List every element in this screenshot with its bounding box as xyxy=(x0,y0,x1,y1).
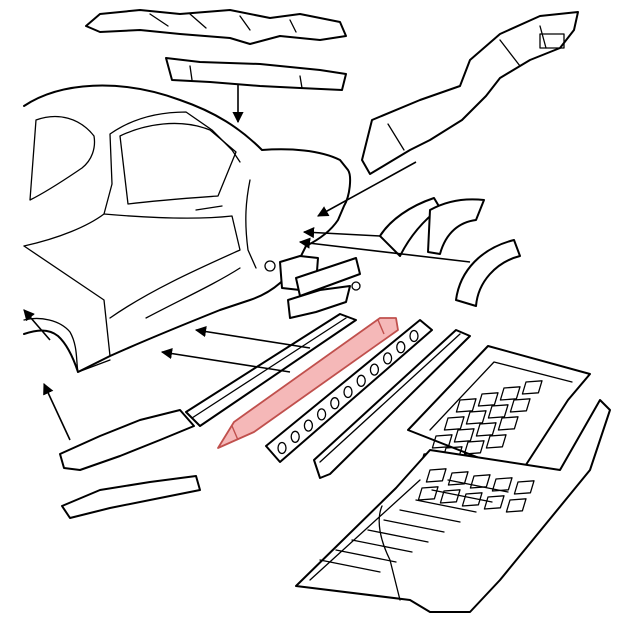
pan-cell xyxy=(453,428,475,443)
pan-cell xyxy=(513,480,535,495)
floor-rib xyxy=(335,549,397,563)
pan-cell xyxy=(485,434,507,449)
floor-rib xyxy=(319,559,381,573)
floor-rib xyxy=(447,479,509,493)
pan-cell xyxy=(487,404,509,419)
sill-hole xyxy=(382,352,393,365)
assembly-arrows xyxy=(23,84,471,441)
lower-floor-pan xyxy=(295,399,611,613)
rear-quarter-upper xyxy=(361,11,579,175)
car-body-outline xyxy=(23,84,352,373)
pan-cell xyxy=(443,416,465,431)
rear-cross-member xyxy=(165,57,347,91)
pan-cell xyxy=(425,468,447,483)
pan-cell xyxy=(439,489,461,504)
pan-cell xyxy=(509,398,531,413)
floor-rib xyxy=(383,519,445,533)
sill-hole xyxy=(369,363,380,376)
sill-hole xyxy=(343,385,353,399)
pan-cell xyxy=(491,477,513,492)
pan-cell xyxy=(475,422,497,437)
pan-cell xyxy=(465,410,487,425)
sill-hole xyxy=(409,329,419,343)
perforated-sill xyxy=(265,319,433,463)
sill-hole xyxy=(396,341,406,354)
pan-cell xyxy=(469,474,491,489)
pan-cell xyxy=(521,380,543,395)
sill-hole xyxy=(303,419,314,432)
floor-rib xyxy=(351,539,413,553)
rocker-panel-inner xyxy=(217,317,399,449)
floor-rib xyxy=(399,509,461,523)
floor-rib xyxy=(415,499,477,513)
pan-cell xyxy=(505,498,527,513)
pan-cell xyxy=(483,495,505,510)
floor-rib xyxy=(367,529,429,543)
front-floor-brackets xyxy=(59,409,201,519)
sill-hole xyxy=(277,441,287,455)
pan-cell xyxy=(463,440,485,455)
pan-cell xyxy=(461,492,483,507)
roof-panel xyxy=(85,9,347,45)
pan-cell xyxy=(431,434,453,449)
pan-cell xyxy=(477,392,499,407)
sill-hole xyxy=(330,397,340,410)
wheel-arch-panels xyxy=(279,197,521,319)
pan-cell xyxy=(417,486,439,501)
narrow-rail xyxy=(313,329,471,479)
pan-cell xyxy=(499,386,521,401)
pan-cell xyxy=(455,398,477,413)
sill-hole xyxy=(290,430,300,443)
floor-rib xyxy=(431,489,493,503)
sill-hole xyxy=(316,408,327,421)
pan-cell xyxy=(497,416,519,431)
sill-hole xyxy=(356,374,366,387)
